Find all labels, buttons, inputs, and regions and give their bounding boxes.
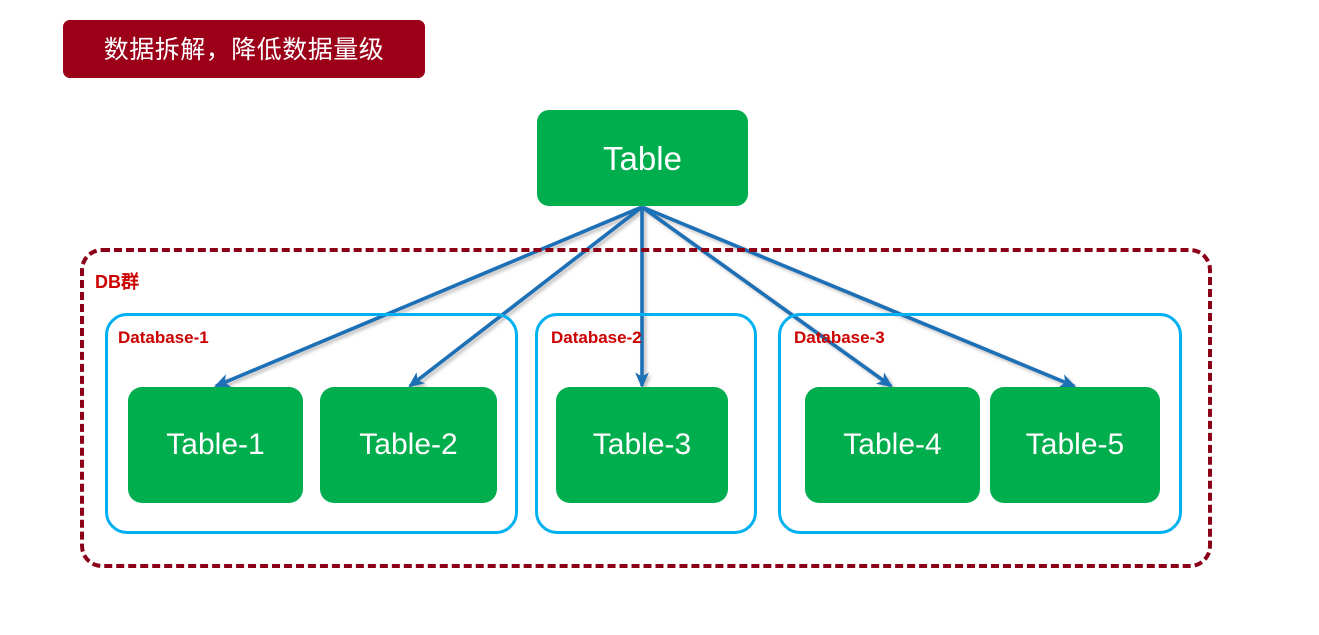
node-table-root[interactable]: Table — [537, 110, 748, 206]
node-table-root-label: Table — [603, 139, 682, 177]
database-label-2: Database-2 — [551, 328, 642, 347]
database-label-1: Database-1 — [118, 328, 209, 347]
node-table-1[interactable]: Table-1 — [128, 387, 303, 503]
database-label-3: Database-3 — [794, 328, 885, 347]
node-table-3-label: Table-3 — [592, 428, 692, 461]
db-group-label: DB群 — [95, 272, 139, 292]
database-container-2 — [535, 313, 757, 534]
node-table-3[interactable]: Table-3 — [556, 387, 728, 503]
database-container-3 — [778, 313, 1182, 534]
node-table-4[interactable]: Table-4 — [805, 387, 980, 503]
title-banner-text: 数据拆解，降低数据量级 — [103, 34, 385, 64]
db-group-container — [80, 248, 1212, 568]
title-banner: 数据拆解，降低数据量级 — [63, 20, 425, 78]
node-table-2[interactable]: Table-2 — [320, 387, 497, 503]
node-table-5-label: Table-5 — [1025, 428, 1125, 461]
node-table-5[interactable]: Table-5 — [990, 387, 1160, 503]
database-container-1 — [105, 313, 518, 534]
node-table-2-label: Table-2 — [359, 428, 458, 461]
node-table-4-label: Table-4 — [843, 428, 942, 461]
node-table-1-label: Table-1 — [166, 428, 265, 461]
